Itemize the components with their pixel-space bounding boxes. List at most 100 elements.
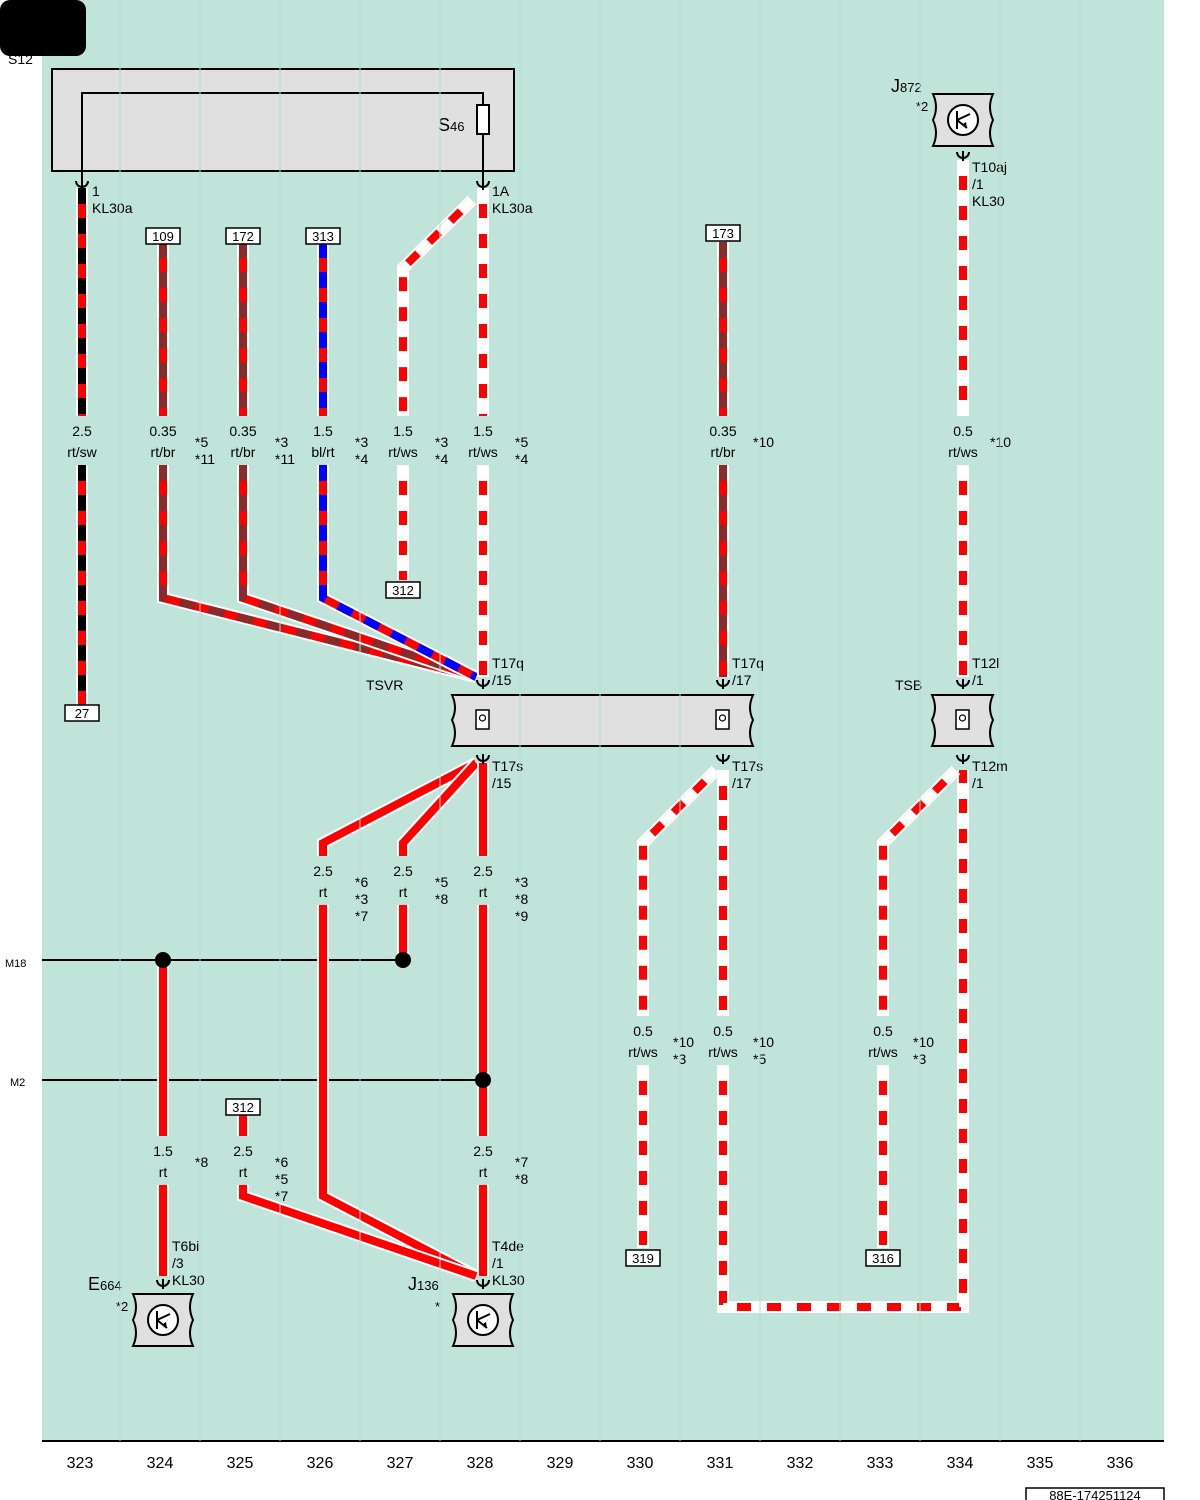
svg-text:*3: *3 bbox=[355, 891, 368, 907]
svg-text:*10: *10 bbox=[990, 434, 1011, 450]
svg-text:rt: rt bbox=[399, 884, 408, 900]
svg-text:rt/ws: rt/ws bbox=[868, 1044, 898, 1060]
svg-text:/3: /3 bbox=[172, 1255, 184, 1271]
wire bbox=[317, 905, 479, 1282]
footnote: *7*8 bbox=[515, 1154, 528, 1187]
svg-text:*3: *3 bbox=[435, 434, 448, 450]
svg-text:rt/br: rt/br bbox=[151, 444, 176, 460]
svg-text:rt: rt bbox=[479, 884, 488, 900]
svg-text:rt/ws: rt/ws bbox=[628, 1044, 658, 1060]
connector-label: T10aj /1 KL30 bbox=[972, 159, 1007, 209]
reference-box: 312 bbox=[225, 1098, 261, 1116]
svg-text:1.5: 1.5 bbox=[153, 1143, 173, 1159]
column-number: 331 bbox=[707, 1455, 734, 1472]
footnote: *3*4 bbox=[355, 434, 368, 467]
reference-box: 312 bbox=[385, 581, 421, 599]
component-note-j872: *2 bbox=[916, 99, 928, 114]
svg-text:rt: rt bbox=[319, 884, 328, 900]
connector-label: T12m /1 bbox=[972, 758, 1008, 791]
svg-text:/17: /17 bbox=[732, 775, 752, 791]
footnote: *3*4 bbox=[435, 434, 448, 467]
reference-box: 313 bbox=[305, 227, 341, 245]
footnote: *10*5 bbox=[753, 1034, 774, 1067]
svg-text:*6: *6 bbox=[275, 1154, 288, 1170]
wire-label: 0.35 rt/br bbox=[709, 423, 736, 460]
tsvr-connector-box bbox=[450, 694, 755, 747]
connector-label: T17s /15 bbox=[492, 758, 523, 791]
fuse-internal-wire bbox=[81, 92, 484, 180]
svg-text:KL30a: KL30a bbox=[92, 200, 133, 216]
control-unit-j872-icon bbox=[932, 93, 994, 147]
svg-text:2.5: 2.5 bbox=[72, 423, 92, 439]
svg-text:0.5: 0.5 bbox=[953, 423, 973, 439]
tsvr-label: TSVR bbox=[366, 677, 403, 693]
svg-text:*5: *5 bbox=[515, 434, 528, 450]
svg-text:/17: /17 bbox=[732, 672, 752, 688]
column-number: 329 bbox=[547, 1455, 574, 1472]
wire bbox=[237, 1185, 478, 1282]
wire-label: 2.5rt bbox=[313, 863, 333, 900]
connector-label: T12l /1 bbox=[972, 655, 999, 688]
component-label-j136: J136 bbox=[408, 1274, 439, 1294]
svg-text:rt: rt bbox=[479, 1164, 488, 1180]
column-number: 324 bbox=[147, 1455, 174, 1472]
wire-label: 1.5rt/ws bbox=[388, 423, 418, 460]
svg-text:T17s: T17s bbox=[732, 758, 763, 774]
svg-text:*6: *6 bbox=[355, 874, 368, 890]
svg-text:T17q: T17q bbox=[732, 655, 764, 671]
svg-text:*8: *8 bbox=[435, 891, 448, 907]
junction-dot bbox=[155, 952, 171, 968]
tsvr-pin-icon bbox=[475, 709, 490, 730]
control-unit-j136-icon bbox=[452, 1293, 514, 1347]
svg-text:rt/br: rt/br bbox=[711, 444, 736, 460]
connector-label: T4de /1 KL30 bbox=[492, 1238, 525, 1288]
control-unit-e664-icon bbox=[132, 1293, 194, 1347]
svg-text:312: 312 bbox=[232, 1100, 254, 1115]
svg-text:/15: /15 bbox=[492, 672, 512, 688]
footnote-layer: *5*11*3*11*3*4*3*4*5*4*10*10*6*3*7*5*8*3… bbox=[195, 434, 1011, 1204]
footnote: *8 bbox=[195, 1154, 208, 1170]
component-note-j136: * bbox=[435, 1299, 440, 1314]
footnote: *10 bbox=[753, 434, 774, 450]
wire bbox=[317, 757, 479, 856]
wire bbox=[317, 465, 479, 683]
svg-text:*5: *5 bbox=[195, 434, 208, 450]
footnote: *10*3 bbox=[913, 1034, 934, 1067]
footnote: *6*3*7 bbox=[355, 874, 368, 924]
connector-label: T17s /17 bbox=[732, 758, 763, 791]
svg-text:0.35: 0.35 bbox=[149, 423, 176, 439]
svg-text:1: 1 bbox=[92, 183, 100, 199]
svg-text:1.5: 1.5 bbox=[393, 423, 413, 439]
footnote: *5*4 bbox=[515, 434, 528, 467]
svg-text:rt/br: rt/br bbox=[231, 444, 256, 460]
svg-text:0.5: 0.5 bbox=[633, 1023, 653, 1039]
tsb-pin-icon bbox=[955, 709, 970, 730]
svg-text:*5: *5 bbox=[435, 874, 448, 890]
svg-text:T4de: T4de bbox=[492, 1238, 524, 1254]
svg-text:/1: /1 bbox=[972, 176, 984, 192]
component-label-j872: J872 bbox=[891, 76, 922, 96]
column-number: 328 bbox=[467, 1455, 494, 1472]
svg-text:*10: *10 bbox=[913, 1034, 934, 1050]
junction-dot bbox=[395, 952, 411, 968]
svg-text:27: 27 bbox=[75, 706, 89, 721]
ground-label-m18: M18 bbox=[5, 958, 26, 970]
svg-text:0.35: 0.35 bbox=[709, 423, 736, 439]
svg-text:*5: *5 bbox=[275, 1171, 288, 1187]
column-number: 326 bbox=[307, 1455, 334, 1472]
component-label-e664: E664 bbox=[88, 1274, 122, 1294]
wire-label: 2.5rt bbox=[473, 863, 493, 900]
svg-text:*8: *8 bbox=[515, 891, 528, 907]
svg-text:0.5: 0.5 bbox=[873, 1023, 893, 1039]
svg-text:312: 312 bbox=[392, 583, 414, 598]
svg-text:*11: *11 bbox=[275, 451, 295, 467]
column-number: 333 bbox=[867, 1455, 894, 1472]
svg-text:KL30: KL30 bbox=[172, 1272, 205, 1288]
svg-text:*7: *7 bbox=[355, 908, 368, 924]
svg-text:319: 319 bbox=[632, 1251, 654, 1266]
svg-text:2.5: 2.5 bbox=[393, 863, 413, 879]
